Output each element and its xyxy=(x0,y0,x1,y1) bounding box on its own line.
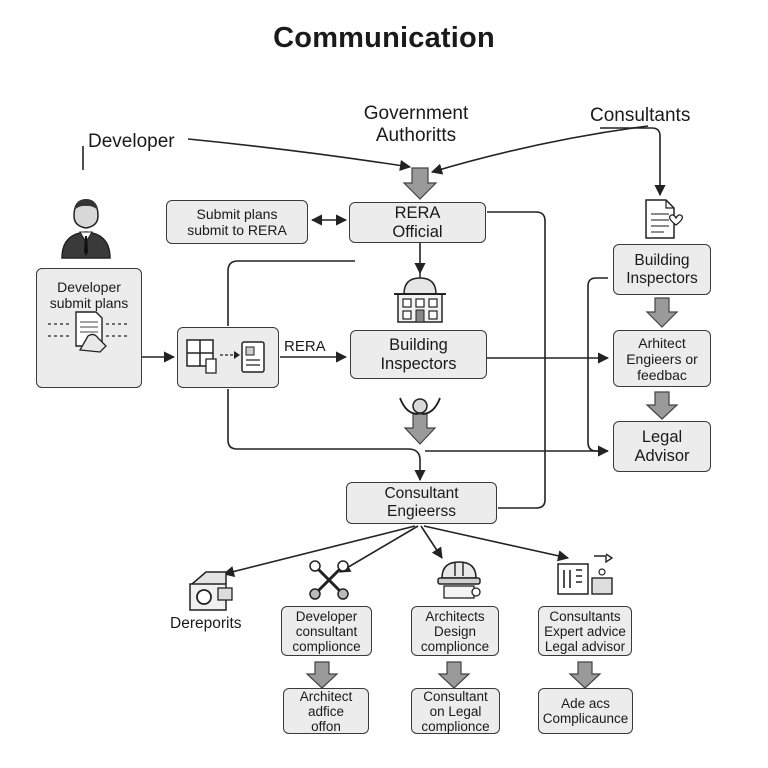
header-consultants: Consultants xyxy=(590,105,691,126)
consultant-engineers-box: Consultant Engieerss xyxy=(346,482,497,524)
ade-acs-box: Ade acs Complicaunce xyxy=(538,688,633,734)
architect-engineers-box: Arhitect Engieers or feedbac xyxy=(613,330,711,387)
submit-plans-box: Submit plans submit to RERA xyxy=(166,200,308,244)
developer-submit-plans-label: Developer submit plans xyxy=(49,279,129,311)
building-inspectors-center-box: Building Inspectors xyxy=(350,330,487,379)
building-icon xyxy=(394,272,446,323)
analysis-icon xyxy=(557,553,614,595)
header-government-authorities: Government Authoritts xyxy=(363,103,469,146)
rera-official-box: RERA Official xyxy=(349,202,486,243)
camera-box-icon xyxy=(189,571,233,611)
person-icon xyxy=(61,199,111,259)
consultant-legal-box: Consultant on Legal complionce xyxy=(411,688,500,734)
building-inspectors-right-box: Building Inspectors xyxy=(613,244,711,295)
architects-design-box: Architects Design complionce xyxy=(411,606,499,656)
plan-transfer-icon xyxy=(186,339,265,374)
document-sign-icon xyxy=(48,311,130,353)
document-heart-icon xyxy=(645,199,684,239)
diagram-title: Communication xyxy=(273,22,495,54)
legal-advisor-box: Legal Advisor xyxy=(613,421,711,472)
hands-icon xyxy=(399,397,441,415)
dereporits-label: Dereporits xyxy=(170,615,242,632)
hardhat-icon xyxy=(437,561,481,599)
tools-icon xyxy=(309,560,349,600)
architect-adfice-box: Architect adfice offon xyxy=(283,688,369,734)
consultants-expert-box: Consultants Expert advice Legal advisor xyxy=(538,606,632,656)
rera-label: RERA xyxy=(284,338,326,355)
header-developer: Developer xyxy=(88,131,175,152)
developer-consultant-box: Developer consultant complionce xyxy=(281,606,372,656)
